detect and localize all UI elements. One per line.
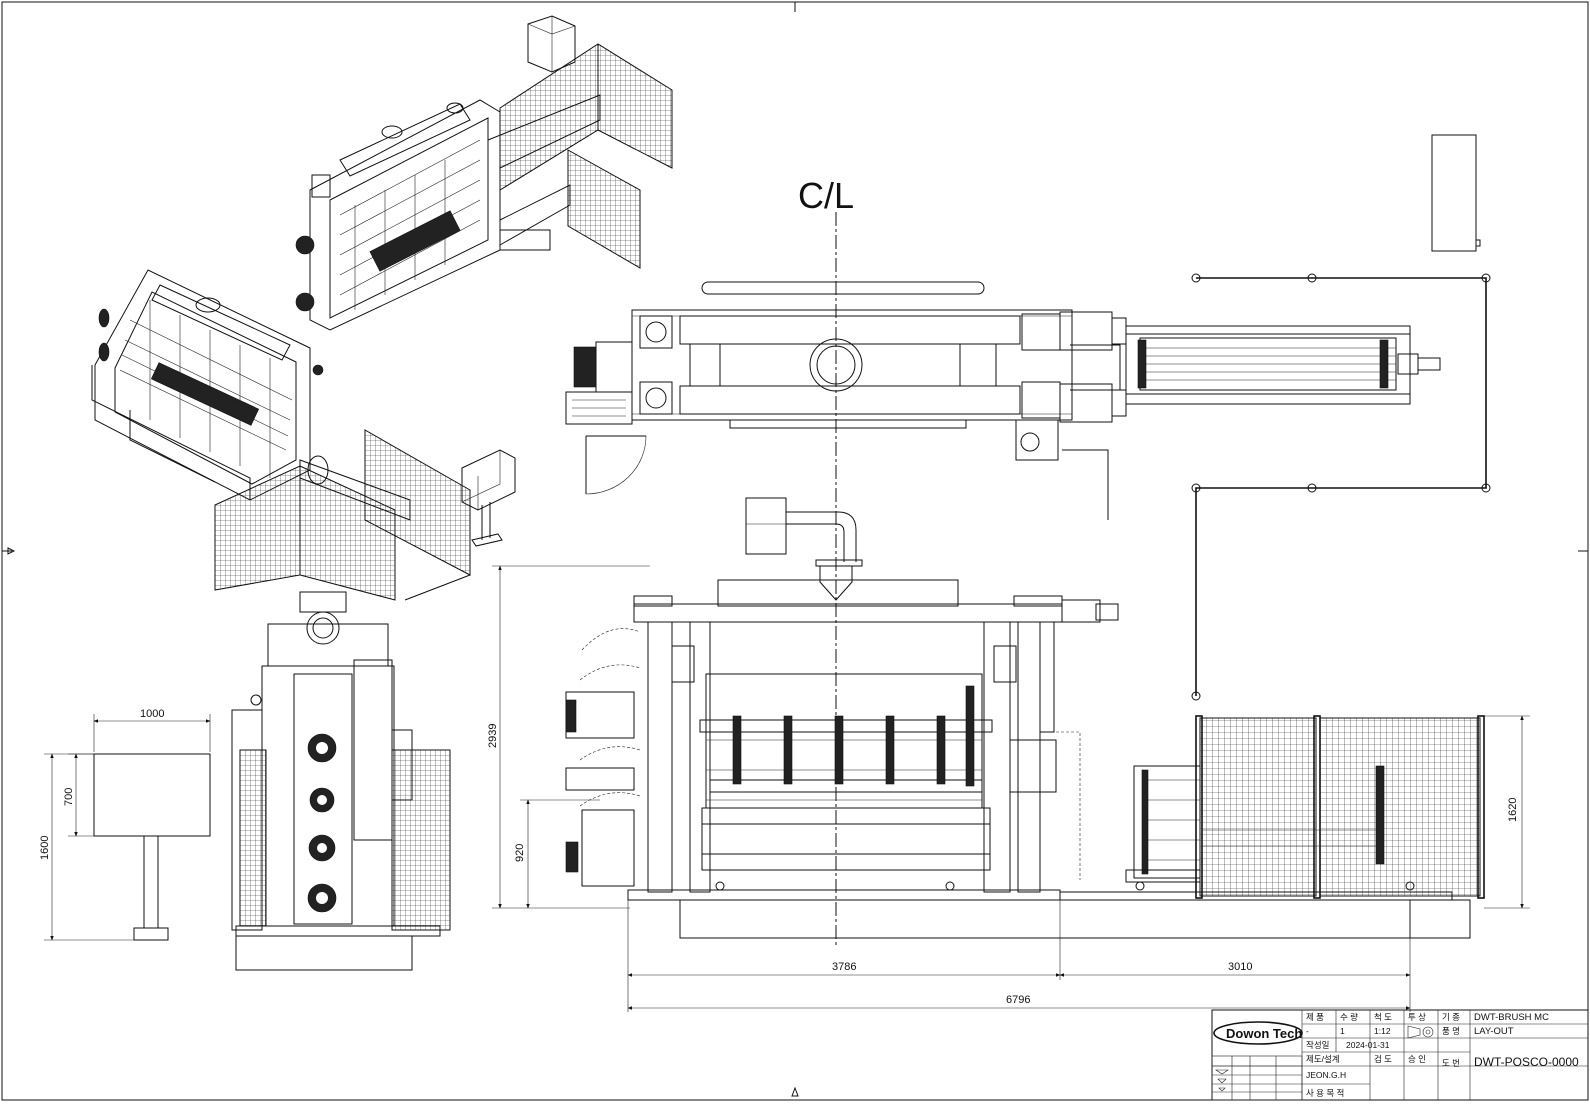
dim-fence-height: 1620 bbox=[1507, 798, 1519, 822]
tb-value-scale: 1:12 bbox=[1374, 1026, 1391, 1036]
tb-label-drawing-no: 도 번 bbox=[1442, 1058, 1460, 1068]
front-view bbox=[565, 497, 1485, 939]
dim-panel-width: 1000 bbox=[140, 708, 164, 720]
dim-front-height: 2939 bbox=[487, 724, 499, 748]
fence-panel-1 bbox=[1199, 717, 1317, 897]
dim-panel-height: 700 bbox=[63, 788, 75, 806]
tb-value-quantity: 1 bbox=[1340, 1026, 1345, 1036]
isometric-view-lower bbox=[91, 269, 516, 601]
tb-label-check: 검 도 bbox=[1374, 1054, 1392, 1064]
side-view bbox=[231, 591, 451, 971]
plan-view bbox=[565, 134, 1491, 701]
tb-value-part-name: LAY-OUT bbox=[1474, 1026, 1514, 1037]
dim-front-width-total: 6796 bbox=[1006, 994, 1030, 1006]
company-logo bbox=[1213, 1021, 1303, 1045]
isometric-view-upper bbox=[295, 15, 673, 331]
dim-panel-stand-height: 1600 bbox=[39, 836, 51, 860]
fence-panel-2 bbox=[1319, 717, 1481, 897]
company-logo-text: Dowon Tech bbox=[1226, 1026, 1302, 1041]
tb-value-drawing-no: DWT-POSCO-0000 bbox=[1474, 1055, 1579, 1069]
tb-label-part-name: 품 명 bbox=[1442, 1026, 1460, 1036]
tb-label-scale: 척 도 bbox=[1374, 1012, 1392, 1022]
dim-front-width-left: 3786 bbox=[832, 961, 856, 973]
title-block: Dowon Tech bbox=[1211, 1009, 1589, 1101]
tb-label-date: 작성일 bbox=[1306, 1040, 1329, 1050]
tb-value-date: 2024-01-31 bbox=[1346, 1040, 1390, 1050]
tb-label-product: 제 품 bbox=[1306, 1012, 1324, 1022]
tb-value-designer: JEON.G.H bbox=[1306, 1070, 1346, 1080]
control-panel-view bbox=[93, 753, 211, 941]
brush-set bbox=[732, 685, 975, 787]
tb-label-projection: 투 상 bbox=[1408, 1012, 1426, 1022]
tb-value-model: DWT-BRUSH MC bbox=[1474, 1012, 1549, 1023]
tb-label-use: 사 용 목 적 bbox=[1306, 1088, 1344, 1098]
tb-value-product: - bbox=[1306, 1026, 1309, 1036]
centerline-label: C/L bbox=[798, 175, 854, 216]
dim-front-width-right: 3010 bbox=[1228, 961, 1252, 973]
dim-pass-line-height: 920 bbox=[514, 844, 526, 862]
tb-label-quantity: 수 량 bbox=[1340, 1012, 1358, 1022]
dimension-lines bbox=[44, 565, 1530, 1012]
tb-label-approve: 승 인 bbox=[1408, 1054, 1426, 1064]
tb-label-design: 제도/설계 bbox=[1306, 1054, 1340, 1064]
tb-label-model: 기 종 bbox=[1442, 1012, 1460, 1022]
